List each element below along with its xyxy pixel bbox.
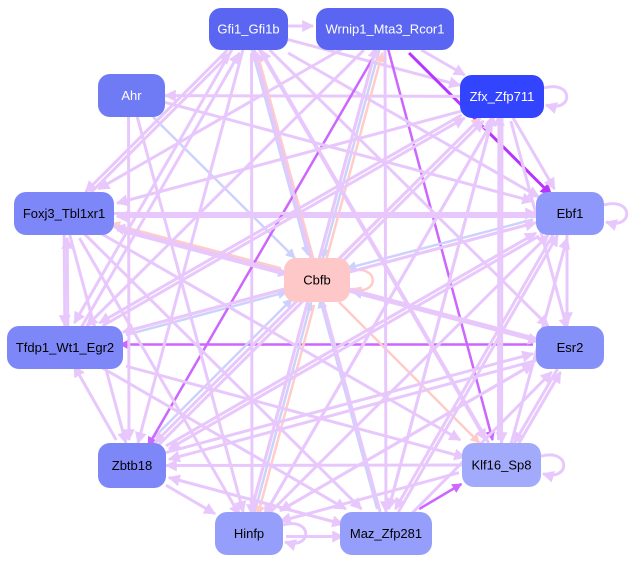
node-box (316, 8, 454, 50)
node-Cbfb[interactable]: Cbfb (284, 258, 350, 302)
node-label: Zbtb18 (112, 458, 152, 473)
edge-Maz_Zfp281-to-Zbtb18 (167, 474, 344, 526)
edge-Zbtb18-to-Esr2 (162, 350, 535, 455)
edge-Gfi1_Gfi1b-to-Cbfb (250, 46, 311, 256)
edge-Zfx_Zfp711-to-Tfdp1_Wt1_Egr2 (98, 113, 463, 325)
edge-Ahr-to-Hinfp (135, 116, 247, 514)
node-box (284, 258, 350, 302)
node-label: Ebf1 (557, 206, 584, 221)
node-box (462, 443, 541, 487)
node-Ahr[interactable]: Ahr (98, 74, 165, 117)
node-box (215, 512, 283, 555)
edge-Wrnip1_Mta3_Rcor1-to-Cbfb (320, 49, 381, 259)
edge-Tfdp1_Wt1_Egr2-to-Zfx_Zfp711 (101, 116, 466, 328)
edge-Hinfp-to-Zfx_Zfp711 (263, 119, 494, 516)
edge-Cbfb-to-Wrnip1_Mta3_Rcor1 (324, 52, 385, 262)
node-label: Maz_Zfp281 (350, 526, 422, 541)
edge-Klf16_Sp8-to-Hinfp (278, 471, 460, 525)
node-label: Tfdp1_Wt1_Egr2 (16, 340, 114, 355)
node-box (460, 75, 544, 118)
edge-Zbtb18-to-Hinfp (165, 483, 217, 516)
edge-Tfdp1_Wt1_Egr2-to-Klf16_Sp8 (125, 364, 467, 461)
edge-Maz_Zfp281-to-Klf16_Sp8 (418, 482, 463, 511)
node-box (7, 326, 123, 369)
edge-Hinfp-to-Ebf1 (269, 233, 550, 514)
node-label: Wrnip1_Mta3_Rcor1 (326, 22, 445, 37)
edge-Wrnip1_Mta3_Rcor1-to-Zbtb18 (146, 52, 377, 447)
edge-Wrnip1_Mta3_Rcor1-to-Zfx_Zfp711 (420, 48, 466, 77)
node-label: Cbfb (303, 273, 330, 288)
node-label: Hinfp (234, 526, 264, 541)
edge-Zfx_Zfp711-to-Zfx_Zfp711 (543, 85, 569, 114)
edge-Foxj3_Tbl1xr1-to-Gfi1_Gfi1b (87, 51, 232, 197)
node-box (340, 512, 432, 555)
node-box (14, 192, 114, 235)
node-label: Esr2 (557, 340, 584, 355)
node-Tfdp1_Wt1_Egr2[interactable]: Tfdp1_Wt1_Egr2 (7, 326, 123, 369)
edge-Klf16_Sp8-to-Gfi1_Gfi1b (259, 48, 491, 444)
node-box (536, 192, 604, 235)
node-label: Gfi1_Gfi1b (217, 22, 279, 37)
edge-Hinfp-to-Hinfp (282, 522, 308, 551)
node-label: Ahr (121, 88, 142, 103)
edge-Esr2-to-Zbtb18 (167, 358, 540, 463)
node-Wrnip1_Mta3_Rcor1[interactable]: Wrnip1_Mta3_Rcor1 (316, 8, 454, 50)
node-box (98, 443, 166, 488)
node-label: Zfx_Zfp711 (470, 89, 535, 104)
node-Zfx_Zfp711[interactable]: Zfx_Zfp711 (460, 75, 544, 118)
edge-Tfdp1_Wt1_Egr2-to-Cbfb (125, 289, 288, 337)
edge-Tfdp1_Wt1_Egr2-to-Gfi1_Gfi1b (79, 51, 241, 330)
edge-Zfx_Zfp711-to-Foxj3_Tbl1xr1 (115, 109, 464, 207)
edge-Zfx_Zfp711-to-Ahr (163, 89, 461, 102)
edge-Esr2-to-Hinfp (278, 362, 534, 513)
edge-Ebf1-to-Ebf1 (603, 202, 629, 231)
edge-Klf16_Sp8-to-Esr2 (516, 370, 562, 447)
node-Gfi1_Gfi1b[interactable]: Gfi1_Gfi1b (209, 8, 288, 50)
edge-Maz_Zfp281-to-Ebf1 (397, 233, 559, 513)
node-box (98, 74, 165, 117)
edge-Ebf1-to-Maz_Zfp281 (394, 231, 556, 511)
edge-Ebf1-to-Zbtb18 (167, 234, 540, 451)
node-Ebf1[interactable]: Ebf1 (536, 192, 604, 235)
node-Maz_Zfp281[interactable]: Maz_Zfp281 (340, 512, 432, 555)
edge-Foxj3_Tbl1xr1-to-Tfdp1_Wt1_Egr2 (58, 234, 71, 328)
edge-Wrnip1_Mta3_Rcor1-to-Maz_Zfp281 (379, 49, 392, 514)
edge-Cbfb-to-Cbfb (349, 268, 374, 297)
edge-Zbtb18-to-Ebf1 (165, 231, 538, 448)
node-Esr2[interactable]: Esr2 (536, 326, 604, 369)
node-label: Foxj3_Tbl1xr1 (23, 206, 105, 221)
edge-Zfx_Zfp711-to-Ebf1 (510, 114, 556, 191)
edge-Zbtb18-to-Tfdp1_Wt1_Egr2 (72, 364, 118, 441)
node-box (209, 8, 288, 50)
edge-Foxj3_Tbl1xr1-to-Maz_Zfp281 (81, 230, 363, 511)
edge-Gfi1_Gfi1b-to-Foxj3_Tbl1xr1 (84, 48, 229, 194)
edge-Foxj3_Tbl1xr1-to-Klf16_Sp8 (97, 230, 462, 442)
edge-Gfi1_Gfi1b-to-Zfx_Zfp711 (287, 38, 462, 89)
edge-Klf16_Sp8-to-Klf16_Sp8 (540, 453, 566, 483)
node-Hinfp[interactable]: Hinfp (215, 512, 283, 555)
node-Klf16_Sp8[interactable]: Klf16_Sp8 (462, 443, 541, 487)
node-Foxj3_Tbl1xr1[interactable]: Foxj3_Tbl1xr1 (14, 192, 114, 235)
node-label: Klf16_Sp8 (472, 458, 532, 473)
edge-Tfdp1_Wt1_Egr2-to-Foxj3_Tbl1xr1 (61, 236, 74, 330)
node-box (536, 326, 604, 369)
node-Zbtb18[interactable]: Zbtb18 (98, 443, 166, 488)
